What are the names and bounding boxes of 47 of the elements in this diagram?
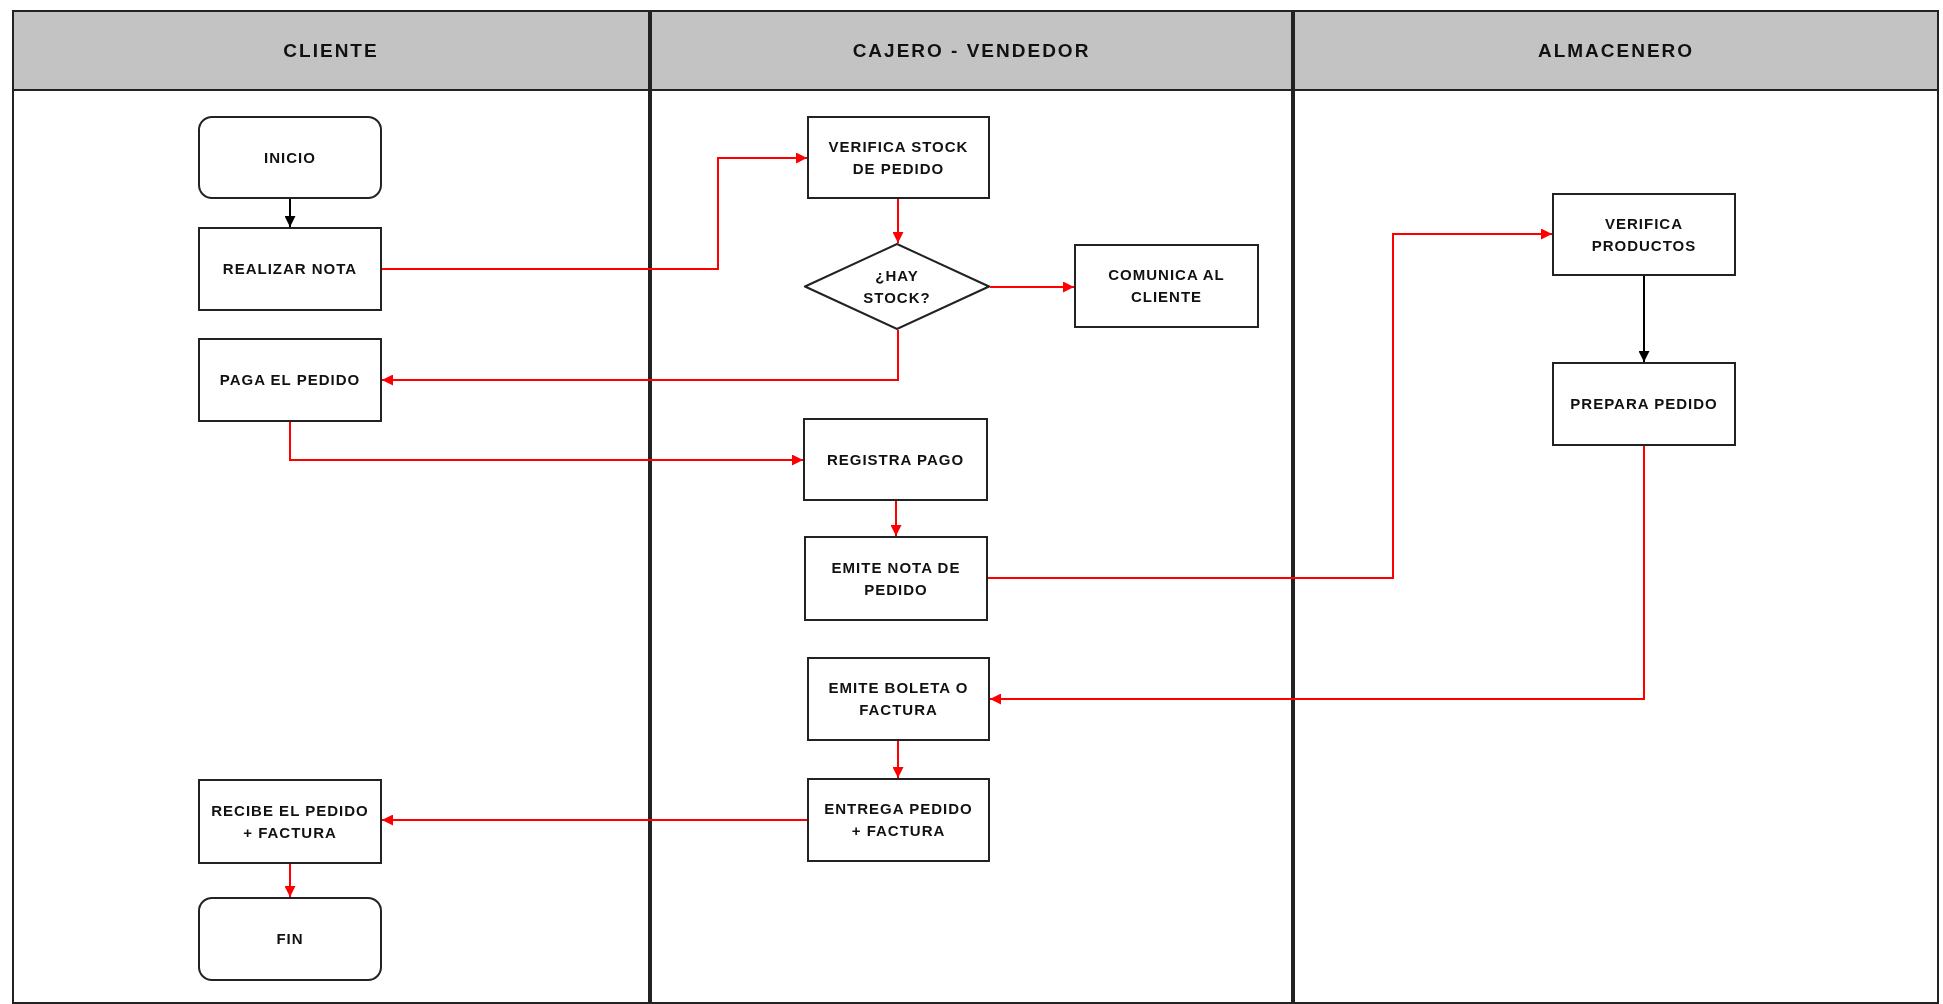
process-box [807, 778, 990, 862]
arrow [890, 500, 902, 537]
arrow [989, 281, 1075, 293]
node-label: EMITE BOLETA O FACTURA [827, 678, 970, 720]
arrow [381, 152, 808, 270]
node-label: INICIO [263, 147, 317, 168]
process-box [1552, 193, 1736, 276]
process-box [1552, 362, 1736, 446]
lane-title: CAJERO - VENDEDOR [852, 39, 1091, 62]
process-box [1074, 244, 1259, 328]
swimlane [1293, 10, 1939, 1004]
lane-title: ALMACENERO [1537, 39, 1695, 62]
process-box [198, 227, 382, 311]
node-label: REALIZAR NOTA [221, 259, 359, 280]
node-label: VERIFICA STOCK DE PEDIDO [827, 136, 970, 179]
lane-title: CLIENTE [283, 39, 379, 62]
process-box [807, 657, 990, 741]
process-box [804, 536, 988, 621]
swimlane [12, 10, 650, 1004]
node-label: ¿HAY STOCK? [862, 265, 932, 308]
process-box [198, 338, 382, 422]
arrow [289, 421, 804, 466]
arrow [381, 329, 899, 386]
terminal-box [198, 897, 382, 981]
arrow [284, 198, 296, 228]
swimlane [650, 10, 1293, 1004]
arrow [284, 863, 296, 898]
node-label: FIN [275, 929, 305, 950]
arrow [1638, 275, 1650, 363]
arrow [892, 198, 904, 244]
node-label: PREPARA PEDIDO [1569, 394, 1719, 415]
arrow [892, 740, 904, 779]
node-label: EMITE NOTA DE PEDIDO [830, 557, 962, 600]
arrow [989, 445, 1645, 705]
node-label: COMUNICA AL CLIENTE [1107, 265, 1226, 307]
decision-diamond [804, 243, 990, 330]
terminal-box [198, 116, 382, 199]
node-label: PAGA EL PEDIDO [218, 370, 362, 391]
process-box [198, 779, 382, 864]
process-box [803, 418, 988, 501]
node-label: REGISTRA PAGO [825, 449, 966, 470]
process-box [807, 116, 990, 199]
arrow [381, 814, 808, 826]
node-label: ENTREGA PEDIDO + FACTURA [823, 799, 974, 841]
arrow [987, 228, 1553, 579]
node-label: RECIBE EL PEDIDO + FACTURA [210, 800, 370, 843]
node-label: VERIFICA PRODUCTOS [1590, 213, 1698, 256]
